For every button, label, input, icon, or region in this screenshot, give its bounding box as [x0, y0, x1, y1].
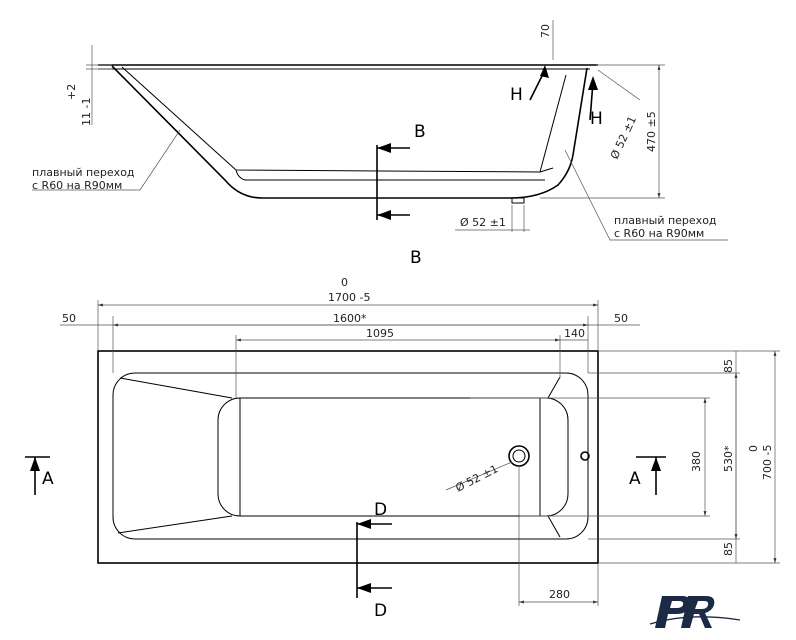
- dim-right-margin: 50: [614, 312, 628, 325]
- side-view: плавный переход с R60 на R90мм плавный п…: [32, 20, 728, 268]
- svg-text:H: H: [510, 85, 523, 105]
- tub-bottom-line: [235, 169, 545, 181]
- tub-inner-shell: [121, 66, 554, 173]
- dim-left-margin: 50: [62, 312, 76, 325]
- section-a-left: A: [25, 456, 54, 495]
- dim-drain-side: Ø 52 ±1: [460, 216, 506, 229]
- dim-total-zero: 0: [341, 276, 348, 289]
- dim-inner-width: 530*: [722, 445, 735, 472]
- plan-view: 0 1700 -5 50 1600* 50 1095 140 85 380 53…: [25, 276, 780, 621]
- tub-outer-shell: [111, 65, 588, 199]
- dim-width-top: 85: [722, 359, 735, 373]
- tub-end-inner: [539, 74, 567, 173]
- dim-drain-plan: Ø 52 ±1: [453, 462, 500, 494]
- svg-text:A: A: [42, 469, 54, 489]
- drain-inner: [512, 449, 526, 463]
- dim-end: 140: [564, 327, 585, 340]
- drain-outer: [508, 445, 530, 467]
- dim-tol-value: 11 -1: [80, 98, 93, 126]
- dim-bottom-width: 380: [690, 451, 703, 472]
- tub-bowl: [112, 372, 589, 540]
- view-h-left: H: [510, 65, 549, 105]
- svg-text:H: H: [590, 109, 603, 129]
- section-d-bottom: D: [374, 601, 387, 621]
- dim-inner-length: 1600*: [333, 312, 367, 325]
- dim-height: 470 ±5: [645, 111, 658, 152]
- section-d-marker: D D: [356, 500, 392, 621]
- dim-total-width-zero: 0: [747, 445, 760, 452]
- dim-total-length: 1700 -5: [328, 291, 370, 304]
- note-left-line2: с R60 на R90мм: [32, 179, 122, 192]
- dim-tol-top: +2: [65, 84, 78, 100]
- view-h-right: H: [588, 76, 603, 129]
- brand-logo: PR: [649, 596, 741, 628]
- tub-outline: [97, 350, 599, 564]
- section-a-right: A: [629, 456, 666, 495]
- note-right-line1: плавный переход: [614, 214, 717, 227]
- section-d-top: D: [374, 500, 387, 520]
- note-right-line2: с R60 на R90мм: [614, 227, 704, 240]
- section-b-marker: B: [376, 122, 426, 220]
- dim-rim: 70: [539, 24, 552, 38]
- leader-right: [564, 149, 728, 241]
- dim-width-bottom: 85: [722, 542, 735, 556]
- dim-overflow: Ø 52 ±1: [608, 114, 639, 161]
- section-b-label: B: [410, 248, 422, 268]
- overflow-hole: [580, 451, 590, 461]
- note-left-line1: плавный переход: [32, 166, 135, 179]
- section-b-top: B: [414, 122, 426, 142]
- tub-bottom: [217, 397, 569, 517]
- dim-drain-offset: 280: [549, 588, 570, 601]
- svg-text:A: A: [629, 469, 641, 489]
- dim-flat: 1095: [366, 327, 394, 340]
- leader-left: [32, 129, 181, 191]
- dim-total-width: 700 -5: [761, 445, 774, 480]
- drain-foot: [511, 197, 525, 204]
